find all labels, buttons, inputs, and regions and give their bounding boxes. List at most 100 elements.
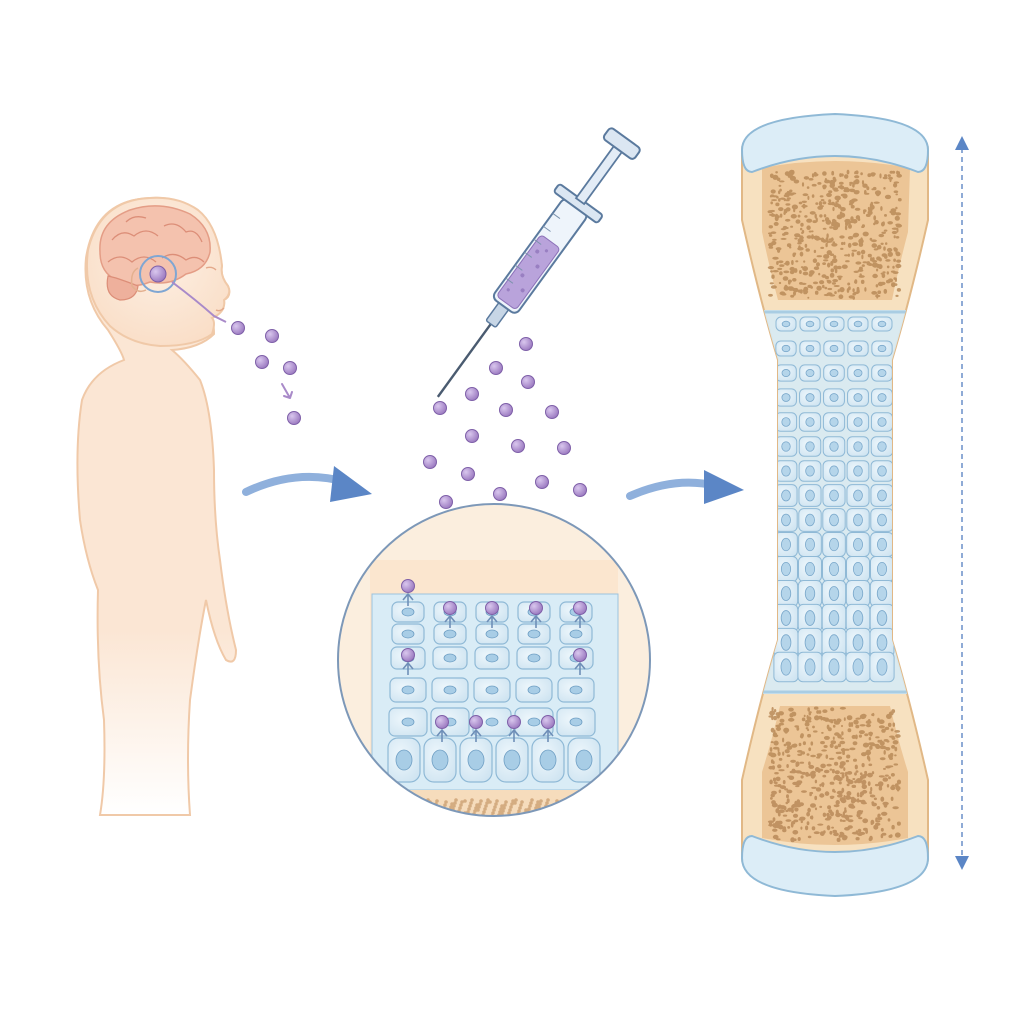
hormone-particle: [541, 715, 555, 729]
cell-nucleus: [527, 629, 541, 639]
cell-nucleus: [853, 441, 863, 452]
hormone-particle: [423, 455, 437, 469]
cell-nucleus: [781, 344, 791, 353]
cell-nucleus: [877, 441, 887, 452]
cell-nucleus: [853, 513, 863, 527]
cell-nucleus: [852, 561, 864, 577]
hormone-particle: [535, 475, 549, 489]
cell-nucleus: [852, 586, 864, 601]
hormone-particle: [489, 361, 503, 375]
cell-nucleus: [569, 685, 583, 695]
cell-nucleus: [876, 610, 888, 626]
cell-nucleus: [780, 610, 792, 626]
cell-nucleus: [876, 586, 888, 601]
hormone-particle: [557, 441, 571, 455]
hormone-particle: [231, 321, 245, 335]
hormone-particle: [283, 361, 297, 375]
cell-nucleus: [805, 465, 815, 477]
cell-nucleus: [804, 561, 816, 577]
cell-nucleus: [804, 634, 816, 651]
pituitary-gland-icon: [149, 265, 167, 283]
cell-nucleus: [443, 629, 457, 639]
hormone-particle: [529, 601, 543, 615]
cell-nucleus: [853, 344, 863, 353]
cell-nucleus: [569, 629, 583, 639]
hormone-particle: [435, 715, 449, 729]
cell-nucleus: [569, 717, 583, 727]
hormone-particle: [573, 601, 587, 615]
cell-nucleus: [805, 513, 815, 527]
cell-nucleus: [805, 441, 815, 452]
cell-nucleus: [781, 417, 791, 427]
cell-nucleus: [575, 749, 593, 771]
lower-spongy-bone: [762, 706, 908, 845]
receptor-icon: [542, 728, 554, 742]
cell-nucleus: [829, 465, 839, 477]
receptor-icon: [470, 728, 482, 742]
receptor-icon: [486, 614, 498, 628]
cell-nucleus: [852, 610, 864, 626]
hormone-particle: [493, 487, 507, 501]
cell-nucleus: [443, 653, 457, 663]
cell-nucleus: [877, 369, 887, 377]
cell-nucleus: [853, 465, 863, 477]
cell-nucleus: [485, 717, 499, 727]
cell-nucleus: [828, 586, 840, 601]
cell-nucleus: [877, 417, 887, 427]
double-headed-arrow-icon: [955, 136, 969, 870]
cell-nucleus: [829, 393, 839, 402]
cell-nucleus: [853, 537, 863, 552]
hormone-particle: [465, 387, 479, 401]
hormone-particle: [287, 411, 301, 425]
cell-nucleus: [395, 749, 413, 771]
hormone-particle: [439, 495, 453, 509]
hormone-particle: [443, 601, 457, 615]
cell-nucleus: [527, 685, 541, 695]
cell-nucleus: [503, 749, 521, 771]
cell-nucleus: [829, 344, 839, 353]
cell-nucleus: [780, 658, 792, 676]
hormone-particle: [433, 401, 447, 415]
cerebellum: [106, 275, 139, 301]
cell-nucleus: [829, 537, 839, 552]
cell-nucleus: [877, 537, 887, 552]
cell-nucleus: [877, 344, 887, 353]
receptor-icon: [436, 728, 448, 742]
cell-nucleus: [829, 320, 839, 328]
cell-nucleus: [829, 513, 839, 527]
cell-nucleus: [780, 561, 792, 577]
hormone-particle: [507, 715, 521, 729]
cell-nucleus: [877, 489, 887, 502]
cell-nucleus: [828, 561, 840, 577]
cell-nucleus: [853, 369, 863, 377]
cell-nucleus: [853, 417, 863, 427]
receptor-icon: [574, 661, 586, 675]
cell-nucleus: [443, 685, 457, 695]
cell-nucleus: [539, 749, 557, 771]
long-bone-icon: [740, 112, 930, 898]
cell-nucleus: [876, 634, 888, 651]
hormone-particle: [545, 405, 559, 419]
cell-nucleus: [431, 749, 449, 771]
cell-nucleus: [781, 537, 791, 552]
magnified-growth-plate-icon: [337, 503, 651, 817]
cell-nucleus: [805, 393, 815, 402]
hormone-particle: [511, 439, 525, 453]
receptor-icon: [444, 614, 456, 628]
hormone-particle: [401, 648, 415, 662]
cell-nucleus: [781, 369, 791, 377]
hormone-particle: [521, 375, 535, 389]
hormone-particle: [499, 403, 513, 417]
released-hormone-particles: [231, 321, 301, 425]
cell-nucleus: [804, 610, 816, 626]
cell-nucleus: [877, 513, 887, 527]
cell-nucleus: [828, 658, 840, 676]
cell-nucleus: [401, 717, 415, 727]
cell-nucleus: [401, 629, 415, 639]
cell-nucleus: [877, 465, 887, 477]
cell-nucleus: [805, 537, 815, 552]
cell-nucleus: [781, 489, 791, 502]
lower-cartilage-cap: [740, 834, 930, 898]
cell-nucleus: [853, 393, 863, 402]
